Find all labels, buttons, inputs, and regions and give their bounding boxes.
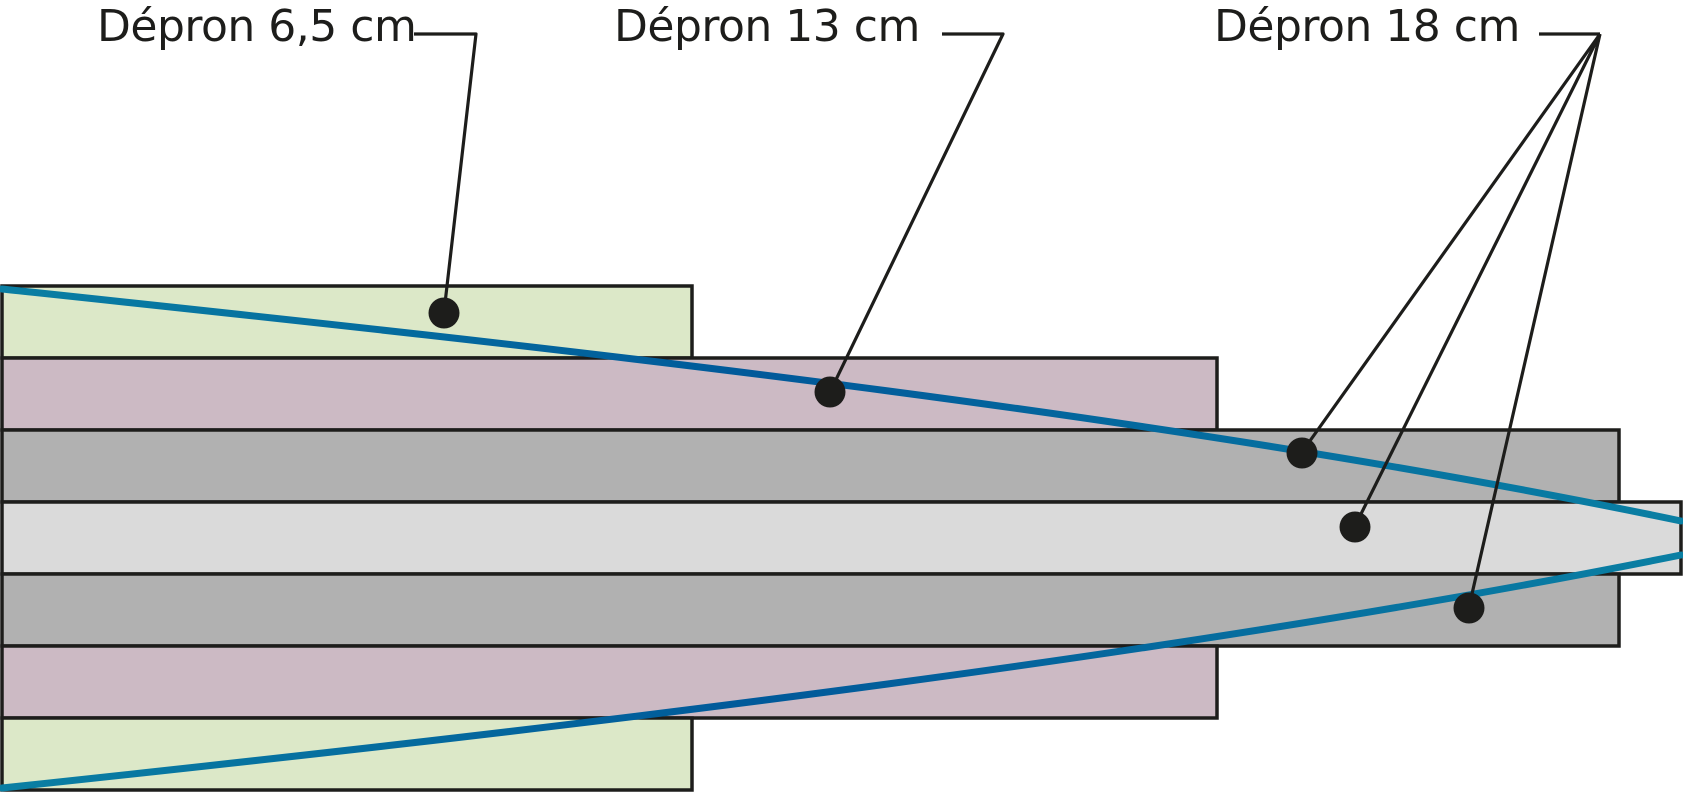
layer-depron-13-bottom bbox=[0, 644, 1219, 720]
marker-depron-18-upper bbox=[1286, 437, 1318, 469]
leader-line-depron-18-a bbox=[1300, 33, 1602, 453]
label-depron-6-5: Dépron 6,5 cm bbox=[97, 1, 416, 52]
labels: Dépron 6,5 cm Dépron 13 cm Dépron 18 cm bbox=[97, 1, 1520, 52]
marker-depron-18-lower bbox=[1453, 592, 1485, 624]
profile-curve-lower bbox=[0, 551, 1683, 792]
layer-depron-18-center bbox=[0, 500, 1683, 576]
label-depron-13: Dépron 13 cm bbox=[614, 1, 920, 52]
marker-depron-13 bbox=[814, 376, 846, 408]
leader-line-depron-13 bbox=[828, 32, 1005, 393]
layer-depron-13-top bbox=[0, 356, 1219, 432]
leader-line-depron-18-b bbox=[1353, 33, 1602, 527]
layer-depron-18-upper bbox=[0, 428, 1621, 504]
leader-line-depron-18-c bbox=[1467, 33, 1602, 608]
layers bbox=[0, 284, 1683, 792]
marker-depron-6-5 bbox=[428, 297, 460, 329]
markers bbox=[428, 297, 1485, 624]
leader-lines bbox=[414, 32, 1602, 608]
leader-line-depron-6-5 bbox=[414, 32, 478, 313]
marker-depron-18-center bbox=[1339, 511, 1371, 543]
label-depron-18: Dépron 18 cm bbox=[1214, 1, 1520, 52]
